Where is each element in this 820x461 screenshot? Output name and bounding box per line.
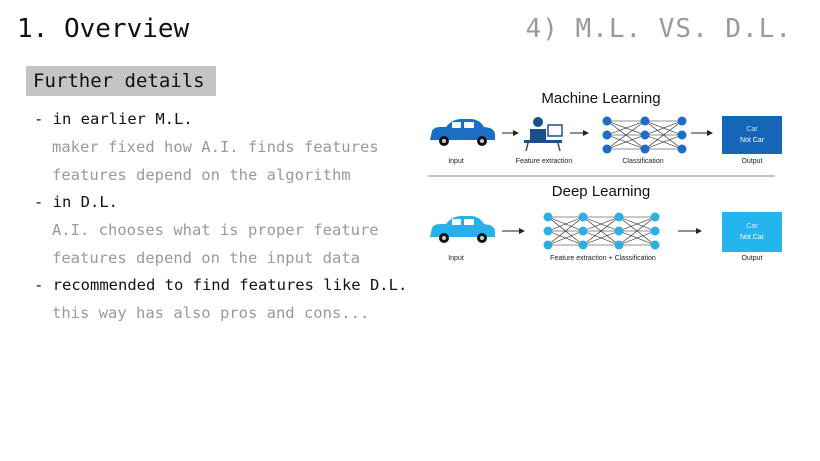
network-node xyxy=(640,130,650,140)
bullet-dl: - in D.L. xyxy=(34,193,118,211)
ml-vs-dl-diagram: Machine Learning Input Feature extractio… xyxy=(420,85,790,285)
network-node xyxy=(650,212,660,222)
page-title: 1. Overview xyxy=(17,14,190,44)
network-edge xyxy=(606,120,646,136)
dl-output-text: Car Not Car xyxy=(722,221,782,243)
bullet-dl-detail-1: A.I. chooses what is proper feature xyxy=(52,221,379,239)
ml-output-box xyxy=(722,116,782,154)
network-edge xyxy=(618,216,656,232)
network-node xyxy=(543,226,553,236)
network-node xyxy=(650,226,660,236)
dl-output-notcar: Not Car xyxy=(739,234,765,241)
network-edge xyxy=(618,230,656,246)
ml-network-icon xyxy=(602,116,687,154)
dl-combined-label: Feature extraction + Classification xyxy=(550,255,656,262)
network-node xyxy=(614,240,624,250)
network-node xyxy=(578,226,588,236)
ml-classify-label: Classification xyxy=(622,158,664,165)
network-edge xyxy=(644,120,683,136)
network-edge xyxy=(606,120,646,150)
dl-output-box xyxy=(722,212,782,252)
dl-output-car: Car xyxy=(746,223,758,230)
feature-extraction-icon xyxy=(524,117,563,152)
network-node xyxy=(614,226,624,236)
network-node xyxy=(602,144,612,154)
dl-input-label: Input xyxy=(448,255,464,262)
further-details-badge: Further details xyxy=(26,66,216,96)
network-edge xyxy=(582,216,620,246)
dl-output-label: Output xyxy=(741,255,763,262)
ml-title: Machine Learning xyxy=(541,90,661,107)
section-title: 4) M.L. VS. D.L. xyxy=(525,14,792,44)
network-edge xyxy=(547,230,584,246)
bullet-ml-detail-2: features depend on the algorithm xyxy=(52,166,351,184)
network-node xyxy=(640,144,650,154)
ml-extract-label: Feature extraction xyxy=(515,158,573,165)
badge-label: Further details xyxy=(33,70,205,92)
network-edge xyxy=(644,134,683,150)
ml-output-car: Car xyxy=(746,126,758,133)
network-edge xyxy=(606,134,646,150)
ml-car-icon xyxy=(430,119,495,146)
dl-title: Deep Learning xyxy=(551,183,651,200)
network-node xyxy=(602,116,612,126)
ml-output-label: Output xyxy=(741,158,763,165)
network-node xyxy=(578,212,588,222)
ml-input-label: Input xyxy=(448,158,464,165)
network-edge xyxy=(547,216,584,246)
network-node xyxy=(677,130,687,140)
network-edge xyxy=(644,120,683,150)
network-node xyxy=(640,116,650,126)
bullet-dl-detail-2: features depend on the input data xyxy=(52,249,360,267)
ml-output-text: Car Not Car xyxy=(722,124,782,146)
network-edge xyxy=(618,216,656,246)
dl-network-icon xyxy=(543,212,660,250)
network-edge xyxy=(547,216,584,232)
bullet-ml-detail-1: maker fixed how A.I. finds features xyxy=(52,138,379,156)
network-node xyxy=(578,240,588,250)
network-edge xyxy=(582,230,620,246)
network-node xyxy=(614,212,624,222)
network-edge xyxy=(582,216,620,232)
network-node xyxy=(543,212,553,222)
network-node xyxy=(543,240,553,250)
network-node xyxy=(602,130,612,140)
bullet-recommend-detail: this way has also pros and cons... xyxy=(52,304,370,322)
network-node xyxy=(677,144,687,154)
diagram-graphics xyxy=(428,116,782,252)
bullet-recommend: - recommended to find features like D.L. xyxy=(34,276,408,294)
bullet-ml: - in earlier M.L. xyxy=(34,110,193,128)
ml-output-notcar: Not Car xyxy=(739,137,765,144)
network-node xyxy=(650,240,660,250)
network-node xyxy=(677,116,687,126)
dl-car-icon xyxy=(430,216,495,243)
